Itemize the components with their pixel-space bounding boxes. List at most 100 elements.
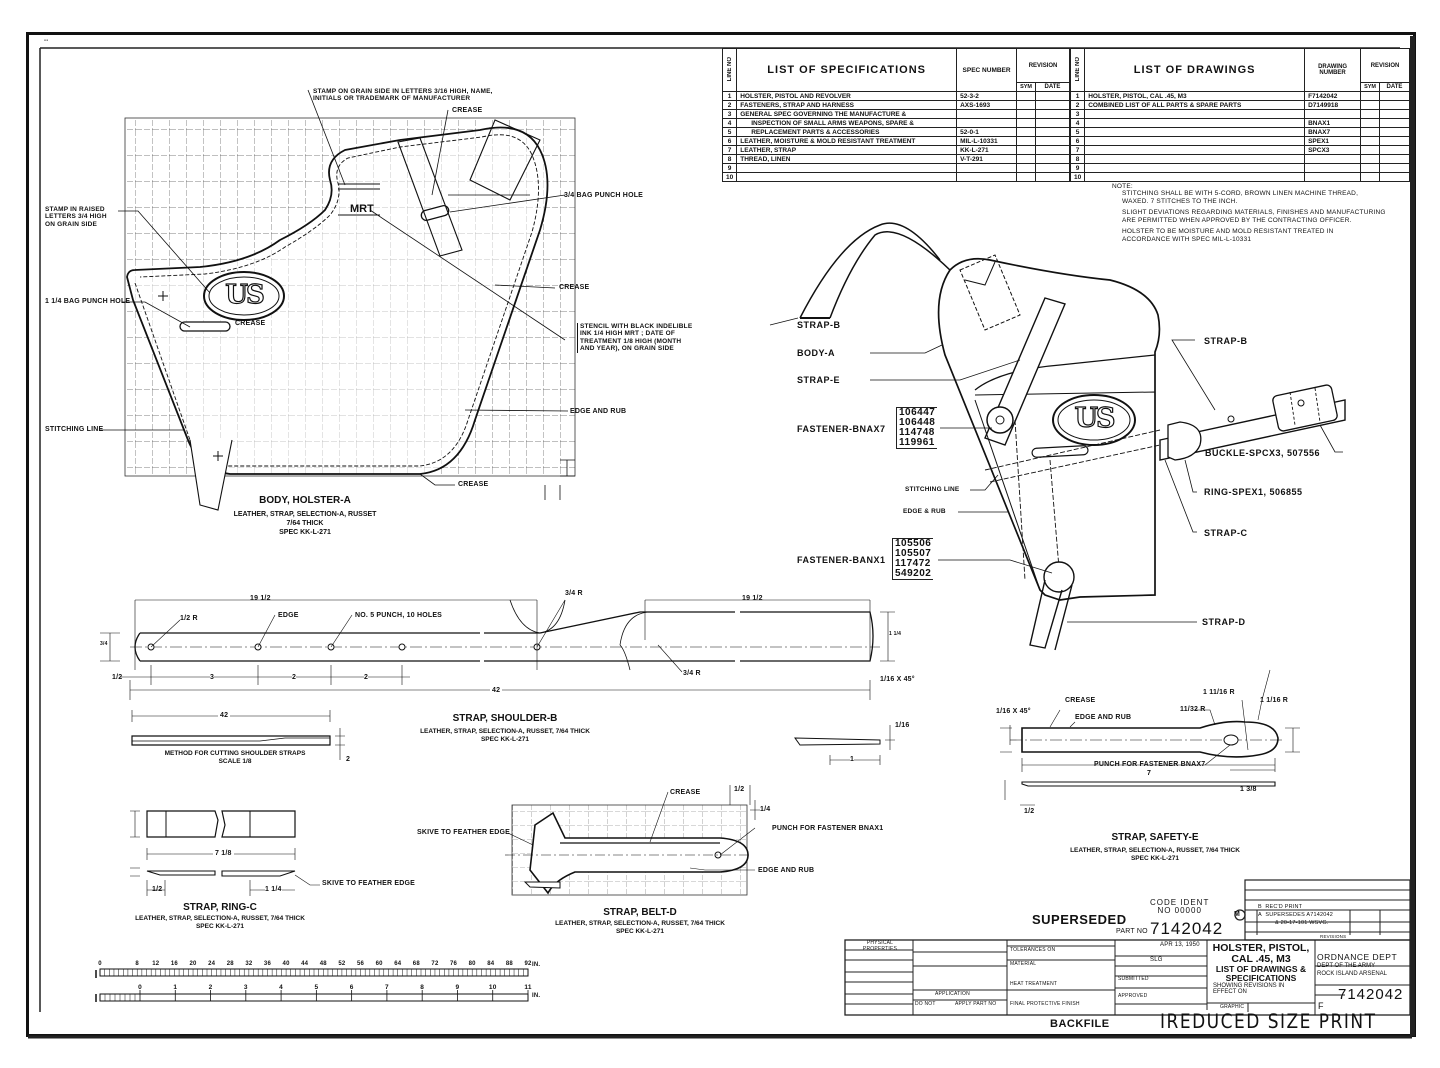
body-holster-spec: LEATHER, STRAP, SELECTION-A, RUSSET 7/64… [233, 511, 377, 537]
scale-top-label: 56 [356, 961, 365, 967]
us-stamp-assembly-oval [1052, 394, 1136, 446]
mrt-stamp-text: MRT [350, 203, 374, 215]
scale-top-label: 68 [412, 961, 420, 967]
belt-dim-side: 1/4 [760, 806, 771, 813]
dwg-rev-date [1379, 172, 1410, 182]
scale-top-label: 20 [189, 961, 197, 967]
strap-ring-spec: LEATHER, STRAP, SELECTION-A, RUSSET, 7/6… [135, 915, 305, 931]
buckle-spcx3 [1272, 384, 1338, 432]
dept-block: ORDNANCE DEPT DEPT OF THE ARMY ROCK ISLA… [1317, 952, 1398, 977]
code-ident: CODE IDENT NO 00000 [1150, 898, 1210, 916]
ring-len: 7 1/8 [213, 850, 234, 859]
label-edge-rub: EDGE & RUB [903, 508, 946, 515]
us-stamp-inner-oval [208, 276, 280, 316]
bnax7-part-numbers: 106447 106448 114748 119961 [896, 407, 938, 449]
strap-tab-outline [469, 119, 541, 201]
fastener-bnax7-head [986, 406, 1014, 434]
apply-part-no-label: APPLY PART NO [955, 1001, 997, 1007]
strap-shoulder-spec: LEATHER, STRAP, SELECTION-A, RUSSET, 7/6… [420, 728, 590, 744]
spec-rev-date [1035, 172, 1070, 182]
drawing-number: 7142042 [1338, 986, 1404, 1003]
scale-top-label: 16 [170, 961, 178, 967]
dwg-col-revision: REVISION [1360, 48, 1410, 83]
notes-block: NOTE: STITCHING SHALL BE WITH 5-CORD, BR… [1112, 183, 1386, 243]
strap-safety-spec: LEATHER, STRAP, SELECTION-A, RUSSET, 7/6… [1070, 847, 1240, 863]
scale-bottom-label: 8 [420, 984, 425, 991]
scale-top-label: 60 [375, 961, 383, 967]
strap-belt-spec: LEATHER, STRAP, SELECTION-A, RUSSET, 7/6… [555, 920, 725, 936]
safety-total: 7 [1145, 770, 1154, 779]
belt-crease: CREASE [670, 789, 701, 796]
label-stitching-line: STITCHING LINE [905, 486, 960, 493]
strap-b-loop-inner [829, 231, 956, 319]
scale-top-label: 0 [98, 961, 102, 967]
drawings-table: LINE NO LIST OF DRAWINGS DRAWING NUMBER … [1069, 48, 1410, 182]
dim-punch: NO. 5 PUNCH, 10 HOLES [355, 612, 443, 619]
scale-top-label: 40 [282, 961, 290, 967]
scale-top-label: 48 [319, 961, 327, 967]
dim-2b: 2 [364, 674, 369, 683]
strap-shoulder-title: STRAP, SHOULDER-B [452, 713, 558, 724]
rev-a-row-2: & 20-17-101 WSVG. [1275, 920, 1329, 926]
banx1-part-numbers: 105506 105507 117472 549202 [892, 538, 934, 580]
skive-len: 1 [850, 756, 855, 765]
specifications-table: LINE NO LIST OF SPECIFICATIONS SPEC NUMB… [721, 48, 1070, 182]
label-strap-d: STRAP-D [1202, 617, 1246, 627]
scale-bottom-label: 6 [349, 984, 354, 991]
belt-skive: SKIVE TO FEATHER EDGE [417, 829, 511, 836]
do-not-label: DO NOT [915, 1001, 936, 1007]
scale-top-unit: IN. [532, 962, 541, 968]
bag-punch-slot-small [420, 205, 450, 221]
scale-bottom-label: 9 [455, 984, 460, 991]
us-stamp-text: US [225, 279, 266, 310]
label-ring: RING-SPEX1, 506855 [1204, 487, 1303, 497]
ring-skive-label: SKIVE TO FEATHER EDGE [322, 880, 416, 887]
label-strap-b-left: STRAP-B [797, 320, 841, 330]
rev-b-row: B REC'D PRINT [1258, 904, 1303, 910]
scale-bottom-label: 5 [314, 984, 319, 991]
callout-crease-bottom: CREASE [458, 481, 489, 488]
ring-skive-right: 1 1/4 [265, 886, 282, 895]
title-block-lines [844, 879, 1411, 1016]
scale-top-label: 52 [338, 961, 346, 967]
scale-bottom-label: 10 [488, 984, 497, 991]
ring-spex1 [1167, 421, 1202, 461]
callout-stamp-grain: STAMP ON GRAIN SIDE IN LETTERS 3/16 HIGH… [313, 88, 493, 103]
spec-table-row: 10 [721, 172, 1070, 182]
scale-bottom-label: 4 [279, 984, 283, 991]
note-line: ARE PERMITTED WHEN APPROVED BY THE CONTR… [1122, 216, 1352, 224]
callout-stencil: STENCIL WITH BLACK INDELIBLE INK 1/4 HIG… [577, 323, 692, 353]
label-strap-e: STRAP-E [797, 375, 841, 385]
dim-edge: EDGE [278, 612, 299, 619]
spec-col-number: SPEC NUMBER [956, 48, 1018, 92]
dim-half: 1/2 [112, 674, 123, 681]
rev-a-row: A SUPERSEDES A7142042 [1258, 912, 1334, 918]
holster-tab-bottom [189, 439, 233, 511]
safety-skive: 1/2 [1024, 808, 1035, 815]
scale-bottom-unit: IN. [532, 993, 541, 999]
dim-len-left: 19 1/2 [250, 595, 271, 602]
graphic-label: GRAPHIC [1220, 1004, 1245, 1010]
application-label: APPLICATION [935, 991, 970, 997]
callout-stitching-line: STITCHING LINE [45, 426, 104, 433]
callout-crease-right: CREASE [559, 284, 590, 291]
revisions-label: REVISIONS [1320, 934, 1347, 939]
cutting-caption: METHOD FOR CUTTING SHOULDER STRAPS SCALE… [164, 750, 306, 766]
part-no-label: PART NO [1116, 928, 1148, 935]
belt-edge-rub: EDGE AND RUB [758, 867, 815, 874]
superseded-stamp: SUPERSEDED [1032, 912, 1127, 927]
strap-b-loop-outer [799, 222, 941, 319]
item-title-block: HOLSTER, PISTOL, CAL .45, M3 LIST OF DRA… [1212, 942, 1310, 996]
dim-radius-top: 3/4 R [565, 590, 583, 597]
scale-top-label: 76 [450, 961, 458, 967]
safety-r2: 1 11/16 R [1203, 689, 1235, 696]
scale-top-label: 28 [226, 961, 234, 967]
us-stamp-oval [203, 271, 285, 321]
material-label: MATERIAL [1010, 961, 1037, 967]
final-finish-label: FINAL PROTECTIVE FINISH [1010, 1001, 1080, 1007]
note-line: HOLSTER TO BE MOISTURE AND MOLD RESISTAN… [1122, 228, 1334, 236]
scale-top-label: 88 [505, 961, 513, 967]
scale-top-label: 44 [301, 961, 309, 967]
safety-chamfer: 1/16 X 45° [996, 708, 1031, 715]
